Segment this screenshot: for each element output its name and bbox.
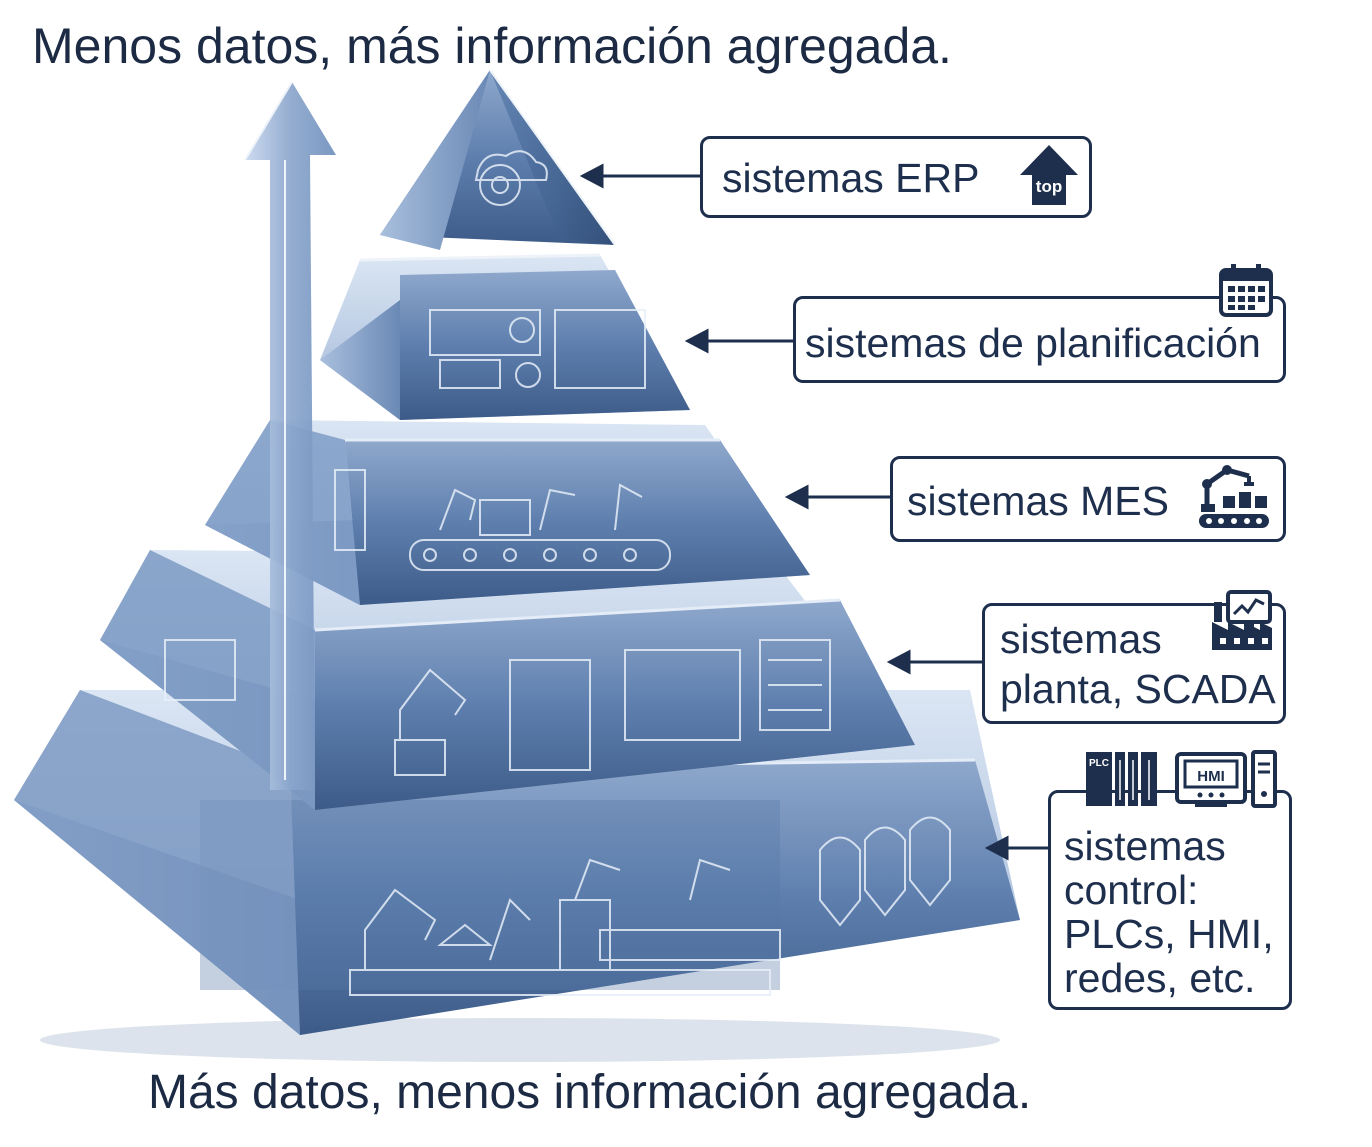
planning-label: sistemas de planificación: [805, 320, 1261, 366]
calendar-icon: [1219, 264, 1273, 317]
etched-machinery: [164, 150, 951, 996]
control-label-box: [1048, 790, 1292, 1010]
planning-label-box: [793, 296, 1286, 383]
tier-mes: [205, 420, 810, 605]
upward-arrow: [244, 81, 336, 790]
mes-label: sistemas MES: [907, 478, 1169, 524]
plc-badge: PLC: [1089, 758, 1109, 769]
tier-control: [14, 690, 1020, 1035]
page-subtitle: Más datos, menos información agregada.: [148, 1066, 1032, 1119]
control-label-line1: sistemas: [1064, 823, 1226, 869]
page-title: Menos datos, más información agregada.: [32, 18, 952, 74]
control-label-line2: control:: [1064, 867, 1199, 913]
control-label-line3: PLCs, HMI,: [1064, 911, 1274, 957]
hmi-badge: HMI: [1197, 768, 1225, 785]
robot-conveyor-icon: [1199, 465, 1269, 528]
top-arrow-icon: top: [1020, 145, 1078, 205]
scada-label-line2: planta, SCADA: [1000, 666, 1276, 712]
tier-planning: [320, 253, 690, 420]
control-label-line4: redes, etc.: [1064, 955, 1256, 1001]
scada-label-line1: sistemas: [1000, 616, 1162, 662]
erp-label-box: [700, 136, 1092, 218]
erp-label: sistemas ERP: [722, 155, 980, 201]
factory-monitor-icon: [1212, 590, 1272, 650]
tier-erp: [380, 69, 616, 250]
top-badge: top: [1036, 177, 1062, 196]
pointer-arrows: [579, 163, 1050, 861]
pyramid-shadow: [40, 1018, 1000, 1062]
plc-hmi-icon: PLC HMI: [1086, 750, 1277, 808]
